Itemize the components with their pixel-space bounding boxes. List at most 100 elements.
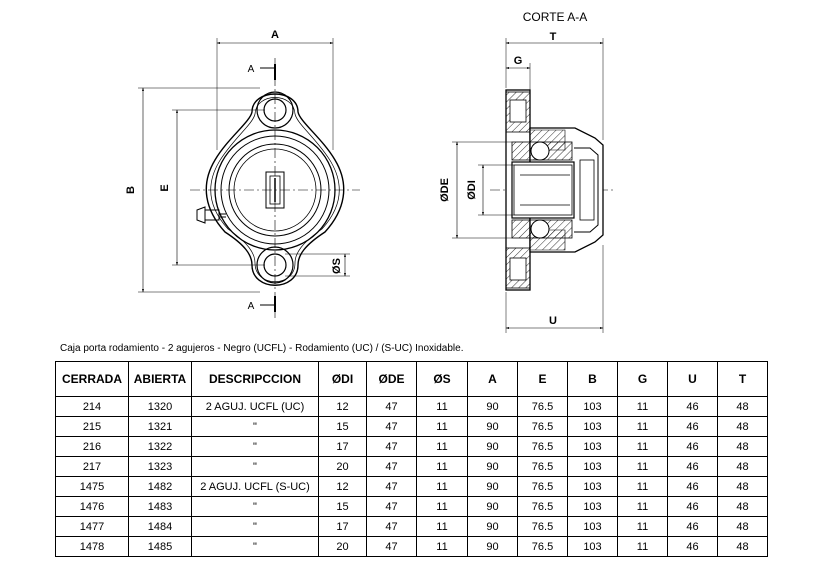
table-cell: 11 [416, 536, 468, 557]
column-header: U [667, 361, 718, 397]
table-cell: 48 [717, 396, 768, 417]
table-cell: 1485 [128, 536, 192, 557]
table-cell: 11 [416, 416, 468, 437]
table-cell: 11 [416, 456, 468, 477]
table-cell: 103 [567, 416, 618, 437]
column-header: ØS [416, 361, 468, 397]
table-cell: 11 [416, 436, 468, 457]
table-cell: 1484 [128, 516, 192, 537]
table-cell: 46 [667, 396, 718, 417]
column-header: ABIERTA [128, 361, 192, 397]
table-cell: 47 [366, 436, 417, 457]
table-cell: 103 [567, 396, 618, 417]
table-cell: 46 [667, 436, 718, 457]
table-cell: 48 [717, 536, 768, 557]
table-cell: " [191, 456, 319, 477]
table-cell: 17 [318, 436, 367, 457]
table-cell: 1483 [128, 496, 192, 517]
table-cell: 11 [617, 516, 668, 537]
table-cell: 46 [667, 476, 718, 497]
table-cell: 11 [617, 416, 668, 437]
front-view [138, 38, 360, 318]
table-cell: 103 [567, 436, 618, 457]
table-cell: 20 [318, 456, 367, 477]
table-cell: " [191, 516, 319, 537]
table-cell: 90 [467, 436, 518, 457]
table-cell: 215 [55, 416, 129, 437]
column-header: CERRADA [55, 361, 129, 397]
table-cell: 103 [567, 496, 618, 517]
table-cell: 47 [366, 396, 417, 417]
table-cell: 1477 [55, 516, 129, 537]
section-title: CORTE A-A [523, 10, 587, 24]
column-header: ØDE [366, 361, 417, 397]
table-cell: " [191, 496, 319, 517]
section-marker-bottom: A [248, 301, 255, 312]
table-cell: 217 [55, 456, 129, 477]
table-cell: 48 [717, 436, 768, 457]
dim-b-label: B [125, 186, 137, 194]
table-cell: 2 AGUJ. UCFL (UC) [191, 396, 319, 417]
table-cell: 2 AGUJ. UCFL (S-UC) [191, 476, 319, 497]
table-cell: 1323 [128, 456, 192, 477]
table-cell: 46 [667, 536, 718, 557]
table-cell: 48 [717, 476, 768, 497]
column-header: DESCRIPCCION [191, 361, 319, 397]
table-cell: 17 [318, 516, 367, 537]
table-cell: 103 [567, 476, 618, 497]
table-cell: 76.5 [517, 496, 568, 517]
table-cell: 103 [567, 516, 618, 537]
dim-e-label: E [159, 184, 171, 191]
table-cell: 1321 [128, 416, 192, 437]
table-cell: 46 [667, 416, 718, 437]
column-header: E [517, 361, 568, 397]
table-cell: 76.5 [517, 416, 568, 437]
table-cell: 15 [318, 416, 367, 437]
table-cell: 76.5 [517, 396, 568, 417]
table-cell: 47 [366, 516, 417, 537]
column-header: B [567, 361, 618, 397]
table-cell: 11 [617, 436, 668, 457]
table-cell: 76.5 [517, 516, 568, 537]
table-cell: 47 [366, 496, 417, 517]
table-cell: 15 [318, 496, 367, 517]
table-cell: 47 [366, 416, 417, 437]
table-cell: " [191, 536, 319, 557]
table-cell: " [191, 416, 319, 437]
table-cell: 48 [717, 516, 768, 537]
table-cell: 20 [318, 536, 367, 557]
table-cell: 103 [567, 536, 618, 557]
table-cell: 90 [467, 456, 518, 477]
dim-t-label: T [550, 31, 557, 43]
table-cell: " [191, 436, 319, 457]
table-cell: 48 [717, 496, 768, 517]
dim-s-label: ØS [331, 258, 343, 274]
caption: Caja porta rodamiento - 2 agujeros - Neg… [60, 343, 464, 354]
table-cell: 11 [416, 516, 468, 537]
table-cell: 12 [318, 396, 367, 417]
table-cell: 90 [467, 396, 518, 417]
table-cell: 76.5 [517, 536, 568, 557]
table-cell: 48 [717, 456, 768, 477]
table-cell: 1475 [55, 476, 129, 497]
table-cell: 90 [467, 416, 518, 437]
table-cell: 11 [416, 396, 468, 417]
table-cell: 90 [467, 516, 518, 537]
table-cell: 103 [567, 456, 618, 477]
table-cell: 48 [717, 416, 768, 437]
front-view-labels: A B E ØS A A [125, 29, 343, 312]
table-cell: 11 [617, 396, 668, 417]
table-cell: 216 [55, 436, 129, 457]
table-cell: 1482 [128, 476, 192, 497]
table-cell: 47 [366, 476, 417, 497]
technical-drawing: A B E ØS A A [125, 10, 615, 333]
